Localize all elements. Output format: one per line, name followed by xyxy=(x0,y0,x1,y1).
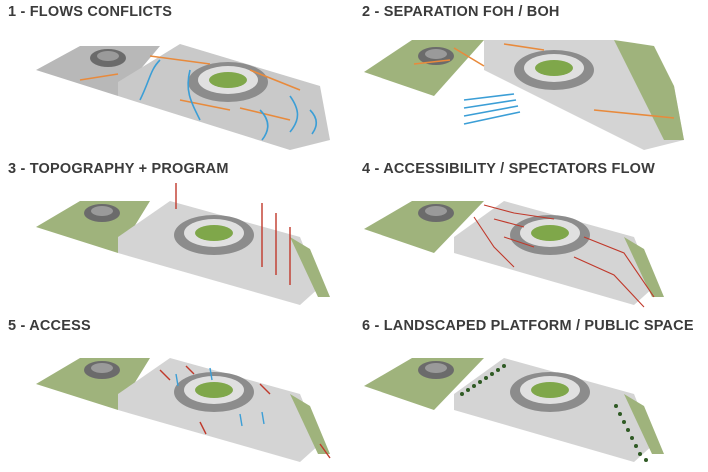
site-diagram-flows-conflicts xyxy=(36,44,330,150)
panel-title: 6 - LANDSCAPED PLATFORM / PUBLIC SPACE xyxy=(362,318,694,334)
panel-title: 1 - FLOWS CONFLICTS xyxy=(8,4,173,20)
panel-title: 4 - ACCESSIBILITY / SPECTATORS FLOW xyxy=(362,161,655,177)
site-diagram-separation xyxy=(364,40,684,150)
panel-access: 5 - ACCESS xyxy=(0,314,354,471)
panel-separation-foh-boh: 2 - SEPARATION FOH / BOH xyxy=(354,0,708,157)
site-diagram-accessibility xyxy=(364,201,664,308)
panel-title: 2 - SEPARATION FOH / BOH xyxy=(362,4,560,20)
panel-title: 3 - TOPOGRAPHY + PROGRAM xyxy=(8,161,229,177)
panel-flows-conflicts: 1 - FLOWS CONFLICTS xyxy=(0,0,354,157)
panel-topography-program: 3 - TOPOGRAPHY + PROGRAM xyxy=(0,157,354,314)
site-diagram-access xyxy=(36,358,331,462)
panel-landscaped-platform: 6 - LANDSCAPED PLATFORM / PUBLIC SPACE xyxy=(354,314,708,471)
site-diagram-landscaped xyxy=(364,358,664,462)
site-diagram-topography xyxy=(36,183,330,305)
panel-accessibility-spectators: 4 - ACCESSIBILITY / SPECTATORS FLOW xyxy=(354,157,708,314)
panel-title: 5 - ACCESS xyxy=(8,318,91,334)
